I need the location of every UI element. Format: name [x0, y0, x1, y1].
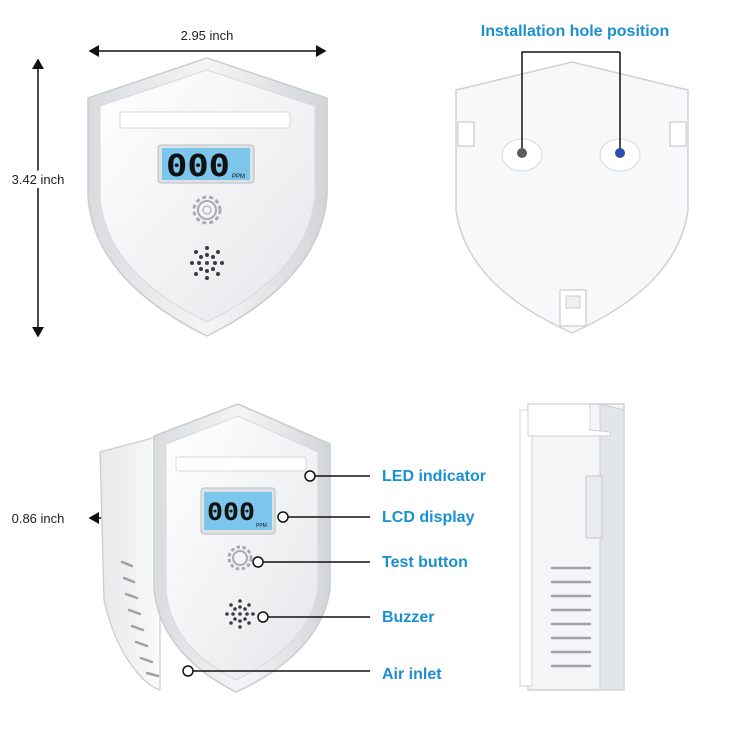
profile-face-rim: [599, 403, 625, 691]
callout-test-button: Test button: [252, 554, 468, 571]
callout-label-buzzer: Buzzer: [382, 609, 434, 626]
angled-lcd-unit: PPM: [256, 523, 267, 529]
callout-label-air-inlet: Air inlet: [382, 666, 442, 683]
profile-vents: [550, 566, 592, 668]
angled-speaker-grille-icon: [225, 599, 255, 629]
depth-label: 0.86 inch: [12, 511, 65, 526]
angled-lcd-reading: 000: [207, 498, 255, 526]
callout-led-indicator: LED indicator: [304, 468, 486, 485]
callout-label-lcd-display: LCD display: [382, 509, 475, 526]
led-indicator-strip: [119, 111, 291, 129]
lcd-display: [162, 148, 250, 180]
callout-label-test-button: Test button: [382, 554, 468, 571]
width-label: 2.95 inch: [181, 28, 234, 43]
side-profile-view: [519, 403, 625, 691]
angled-led-strip: [175, 456, 307, 472]
hole-leader-left: [521, 51, 620, 148]
callout-buzzer: Buzzer: [257, 609, 434, 626]
gear-icon: [192, 195, 222, 225]
rear-view: Installation hole position: [455, 23, 689, 334]
rear-housing: [455, 61, 689, 334]
profile-clip: [585, 475, 603, 539]
profile-back-plate: [519, 409, 533, 687]
lcd-reading: 000: [166, 149, 230, 184]
side-housing: [99, 435, 161, 691]
speaker-grille-icon: [190, 246, 224, 280]
callout-air-inlet: Air inlet: [182, 665, 442, 683]
callout-lcd-display: LCD display: [277, 509, 475, 526]
angled-lcd-display: [204, 492, 272, 530]
side-vents: [120, 560, 160, 678]
front-view: 2.95 inch 3.42 inch 000 PPM: [8, 28, 328, 338]
angled-view: 0.86 inch 000 PPM: [12, 403, 486, 693]
detector-face: [99, 69, 316, 323]
rear-clip-left: [457, 121, 475, 147]
lcd-unit: PPM: [232, 174, 245, 180]
callout-label-led-indicator: LED indicator: [382, 468, 486, 485]
angled-gear-icon: [227, 545, 253, 571]
rear-view-title: Installation hole position: [481, 23, 669, 40]
rear-clip-right: [669, 121, 687, 147]
angled-detector-face: [165, 415, 319, 681]
height-label: 3.42 inch: [12, 172, 65, 187]
